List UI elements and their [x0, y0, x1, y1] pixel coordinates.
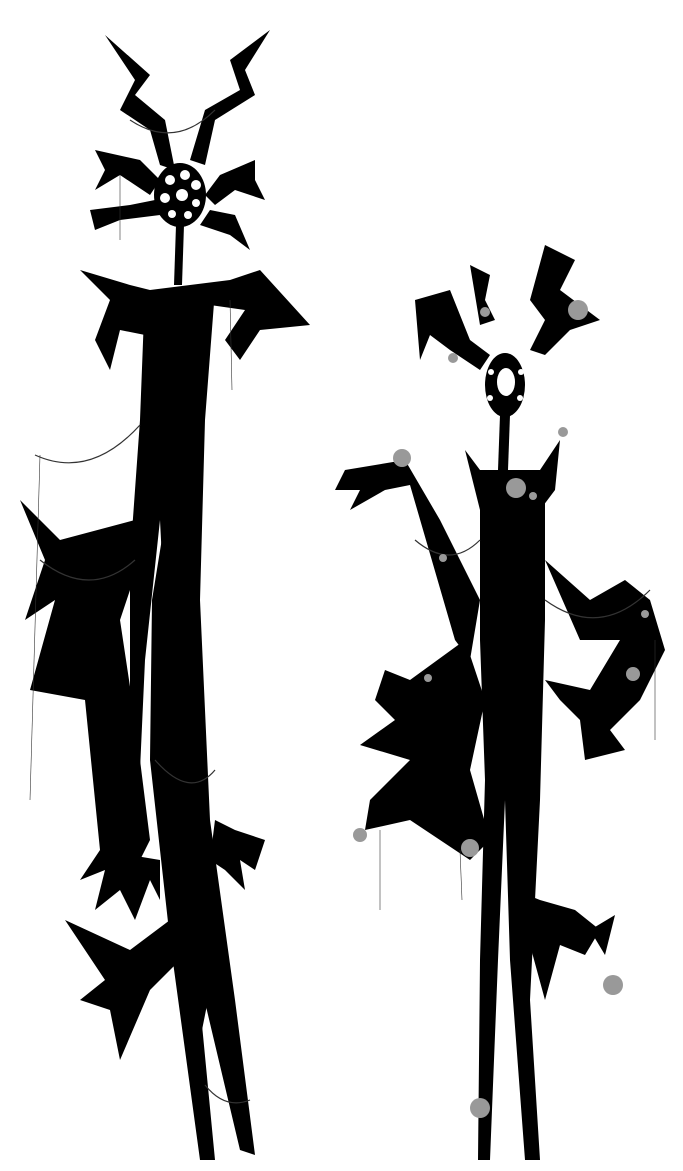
right-body: [478, 470, 545, 1160]
right-side-arm: [545, 560, 665, 760]
flower-icon: [558, 427, 568, 437]
right-lower-branches: [515, 890, 615, 1000]
flower-icon: [393, 449, 411, 467]
right-webs: [379, 539, 656, 910]
left-lower-branches: [65, 890, 220, 1060]
flower-icon: [603, 975, 623, 995]
flower-icon: [626, 667, 640, 681]
flower-icon: [439, 554, 447, 562]
left-hand: [80, 850, 160, 920]
right-eyes: [487, 368, 524, 401]
left-neck: [174, 225, 184, 285]
flower-icon: [448, 353, 458, 363]
flower-icon: [470, 1098, 490, 1118]
left-figure: [20, 30, 310, 1160]
left-body: [130, 290, 255, 1155]
right-raised-arm: [335, 460, 480, 660]
left-eyes: [160, 170, 201, 219]
left-right-hand: [210, 820, 265, 890]
right-lower-limb: [360, 640, 490, 860]
flower-icon: [480, 307, 490, 317]
flower-icon: [641, 610, 649, 618]
left-webs: [29, 109, 251, 1104]
right-figure: [335, 245, 665, 1160]
flower-icon: [424, 674, 432, 682]
left-antlers: [90, 30, 270, 250]
left-arm: [20, 500, 150, 880]
flower-icon: [506, 478, 526, 498]
flower-icon: [529, 492, 537, 500]
flower-icon: [568, 300, 588, 320]
right-antlers: [415, 245, 600, 370]
flower-icon: [461, 839, 479, 857]
right-flowers: [353, 300, 649, 1118]
flower-icon: [353, 828, 367, 842]
right-neck: [498, 415, 510, 470]
